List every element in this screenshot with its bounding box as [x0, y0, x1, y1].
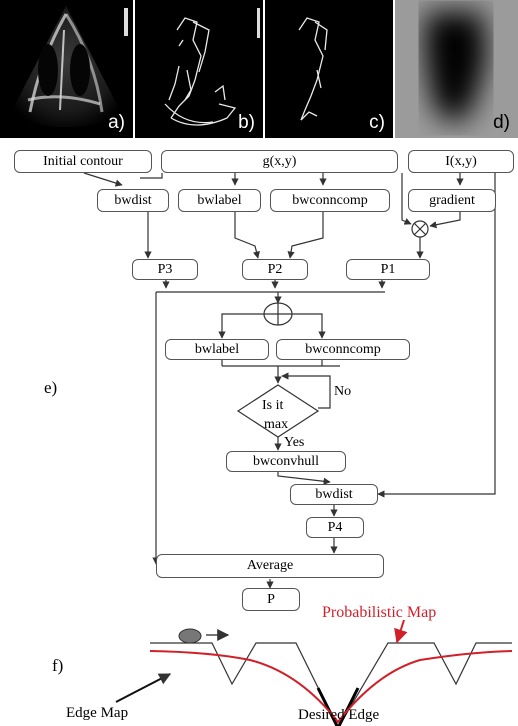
decision-text-1: Is it — [262, 398, 284, 413]
initial-contour-box: Initial contour — [14, 150, 152, 173]
probabilistic-map-label: Probabilistic Map — [322, 604, 437, 621]
ixy-box: I(x,y) — [408, 150, 514, 173]
probabilistic-map-curve — [149, 650, 513, 724]
image-strip: a) b) c) — [0, 0, 518, 138]
decision-diamond — [236, 384, 320, 438]
edge-image — [164, 8, 260, 126]
cleaned-edge-image — [298, 17, 328, 121]
desired-edge-label: Desired Edge — [298, 707, 380, 723]
panel-label-f: f) — [52, 656, 64, 675]
edge-map-curve — [150, 642, 512, 726]
panel-label-a: a) — [108, 112, 125, 133]
panel-echo-image: a) — [0, 0, 133, 138]
flowchart: Initial contour g(x,y) I(x,y) bwdist bwl… — [0, 138, 518, 726]
average-box: Average — [156, 554, 384, 578]
gxy-box: g(x,y) — [161, 150, 398, 173]
edge-map-arrow — [115, 673, 172, 703]
bwlabel-box-mid: bwlabel — [165, 339, 269, 360]
p2-box: P2 — [242, 259, 308, 280]
distance-map-image — [395, 0, 518, 138]
edge-profile-illustration — [115, 619, 513, 726]
panel-label-e: e) — [44, 378, 58, 397]
bwdist-box-top: bwdist — [97, 189, 169, 212]
panel-cleaned-edge-image: c) — [265, 0, 393, 138]
p4-box: P4 — [306, 517, 364, 538]
panel-label-c: c) — [369, 112, 385, 133]
echo-image — [8, 6, 128, 127]
p3-box: P3 — [132, 259, 198, 280]
panel-label-d: d) — [493, 112, 510, 133]
bwlabel-box-top: bwlabel — [178, 189, 261, 212]
bwdist-box-low: bwdist — [290, 484, 378, 505]
flowchart-connectors — [83, 172, 496, 589]
p-box: P — [242, 588, 300, 611]
yes-label: Yes — [284, 435, 305, 450]
panel-edge-image: b) — [135, 0, 263, 138]
p1-box: P1 — [346, 259, 430, 280]
bwconncomp-box-mid: bwconncomp — [276, 339, 410, 360]
sum-node — [263, 302, 293, 326]
desired-edge-mark — [316, 687, 360, 726]
ball-icon — [178, 628, 202, 644]
edge-map-label: Edge Map — [66, 705, 129, 721]
decision-text-2: max — [264, 417, 289, 432]
probabilistic-map-arrow — [394, 619, 408, 644]
panel-distance-map-image: d) — [395, 0, 518, 138]
gradient-box: gradient — [408, 189, 496, 212]
bwconvhull-box: bwconvhull — [226, 451, 346, 472]
bwconncomp-box-top: bwconncomp — [270, 189, 390, 212]
multiply-node — [411, 220, 429, 238]
no-label: No — [334, 384, 352, 399]
panel-label-b: b) — [238, 112, 255, 133]
